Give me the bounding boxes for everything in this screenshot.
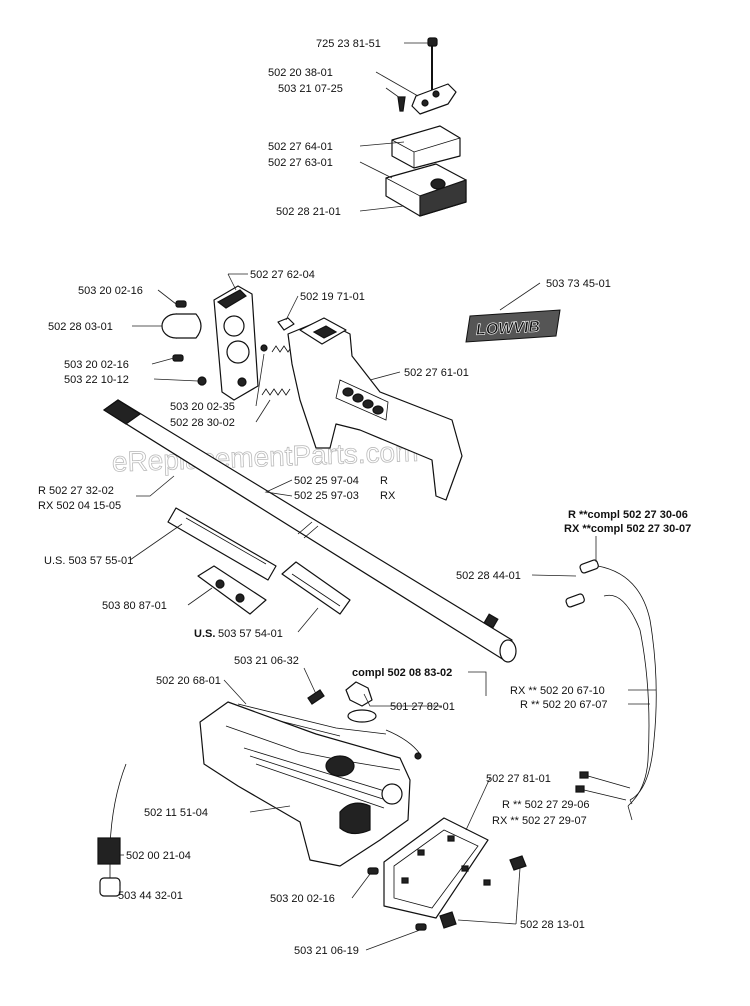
screw-icon bbox=[427, 37, 438, 47]
connector-icon bbox=[579, 559, 599, 574]
connector-icon bbox=[565, 593, 585, 608]
label-502-25-97-04: 502 25 97-04 bbox=[294, 475, 359, 487]
spring-icon bbox=[261, 388, 291, 396]
decal-us-503-57-55-01 bbox=[167, 507, 277, 581]
label-503-20-02-35: 503 20 02-35 bbox=[170, 401, 235, 413]
square-nut-icon bbox=[277, 317, 295, 331]
label-compl-r: R **compl 502 27 30-06 bbox=[568, 509, 688, 521]
nut-icon bbox=[197, 376, 207, 386]
fuel-pickup-assembly bbox=[97, 763, 127, 897]
label-503-20-02-16-c: 503 20 02-16 bbox=[270, 893, 335, 905]
leader-lines bbox=[119, 42, 656, 951]
label-725-23-81-51: 725 23 81-51 bbox=[316, 38, 381, 50]
label-503-21-06-32: 503 21 06-32 bbox=[234, 655, 299, 667]
label-502-28-03-01: 502 28 03-01 bbox=[48, 321, 113, 333]
screw-icon bbox=[172, 354, 184, 362]
label-502-28-44-01: 502 28 44-01 bbox=[456, 570, 521, 582]
label-us-prefix: U.S. bbox=[194, 628, 215, 640]
label-503-44-32-01: 503 44 32-01 bbox=[118, 890, 183, 902]
label-502-11-51-04: 502 11 51-04 bbox=[144, 807, 208, 819]
lowvib-logo-text: LOWVIB bbox=[476, 319, 541, 339]
cap-seal-part bbox=[347, 709, 377, 723]
label-502-19-71-01: 502 19 71-01 bbox=[300, 291, 365, 303]
label-502-28-13-01: 502 28 13-01 bbox=[520, 919, 585, 931]
label-shaft-r: R 502 27 32-02 bbox=[38, 485, 114, 497]
label-503-22-10-12: 503 22 10-12 bbox=[64, 374, 129, 386]
label-suffix-rx: RX bbox=[380, 490, 396, 502]
part-labels: 725 23 81-51 502 20 38-01 503 21 07-25 5… bbox=[38, 38, 691, 957]
cable-wire bbox=[603, 594, 650, 807]
screw-icon bbox=[307, 689, 325, 705]
switch-part bbox=[509, 855, 527, 871]
cable-kit bbox=[565, 559, 657, 807]
decals bbox=[167, 507, 351, 615]
drive-shaft-assembly bbox=[102, 399, 517, 663]
label-suffix-r: R bbox=[380, 475, 388, 487]
lowvib-decal: LOWVIB bbox=[465, 309, 561, 343]
screw-icon bbox=[367, 867, 379, 875]
screw-icon bbox=[175, 300, 187, 308]
side-cover-part bbox=[383, 817, 489, 919]
label-503-80-87-01: 503 80 87-01 bbox=[102, 600, 167, 612]
label-shaft-rx: RX 502 04 15-05 bbox=[38, 500, 121, 512]
label-503-21-07-25: 503 21 07-25 bbox=[278, 83, 343, 95]
clamp-block-part bbox=[391, 125, 461, 169]
label-compl-rx: RX **compl 502 27 30-07 bbox=[564, 523, 691, 535]
label-us-503-57-55-01: U.S. 503 57 55-01 bbox=[44, 555, 133, 567]
handle-bracket-assembly bbox=[161, 285, 463, 501]
switch-part bbox=[439, 911, 457, 929]
label-502-27-63-01: 502 27 63-01 bbox=[268, 157, 333, 169]
cable-wire bbox=[597, 565, 657, 801]
engine-housing-part bbox=[199, 701, 411, 867]
lowvib-logo-bg bbox=[465, 309, 561, 343]
label-503-20-02-16-a: 503 20 02-16 bbox=[78, 285, 143, 297]
throttle-wire-part bbox=[237, 703, 387, 735]
label-503-21-06-19: 503 21 06-19 bbox=[294, 945, 359, 957]
label-502-27-62-04: 502 27 62-04 bbox=[250, 269, 315, 281]
screw-icon bbox=[415, 923, 427, 931]
label-501-27-82-01: 501 27 82-01 bbox=[390, 701, 455, 713]
label-502-20-38-01: 502 20 38-01 bbox=[268, 67, 333, 79]
label-502-27-61-01: 502 27 61-01 bbox=[404, 367, 469, 379]
spring-icon bbox=[271, 345, 293, 353]
label-502-27-64-01: 502 27 64-01 bbox=[268, 141, 333, 153]
fuel-cap-part bbox=[345, 681, 373, 707]
label-rx-502-27-29-07: RX ** 502 27 29-07 bbox=[492, 815, 587, 827]
fuel-hose-part bbox=[109, 763, 127, 847]
engine-cover-assembly bbox=[199, 681, 422, 867]
label-rx-502-20-67-10: RX ** 502 20 67-10 bbox=[510, 685, 605, 697]
fuel-filter-part bbox=[97, 837, 121, 865]
label-502-00-21-04: 502 00 21-04 bbox=[126, 850, 191, 862]
label-r-502-27-29-06: R ** 502 27 29-06 bbox=[502, 799, 589, 811]
small-screw-icon bbox=[397, 96, 406, 112]
label-502-25-97-03: 502 25 97-03 bbox=[294, 490, 359, 502]
label-502-28-30-02: 502 28 30-02 bbox=[170, 417, 235, 429]
shaft-end-fitting bbox=[483, 613, 499, 629]
clamp-top-part bbox=[411, 83, 457, 115]
label-503-20-02-16-b: 503 20 02-16 bbox=[64, 359, 129, 371]
label-502-28-21-01: 502 28 21-01 bbox=[276, 206, 341, 218]
label-502-20-68-01: 502 20 68-01 bbox=[156, 675, 221, 687]
label-compl-502-08-83-02: compl 502 08 83-02 bbox=[352, 667, 452, 679]
label-r-502-20-67-07: R ** 502 20 67-07 bbox=[520, 699, 607, 711]
label-502-27-81-01: 502 27 81-01 bbox=[486, 773, 551, 785]
label-503-57-54-01: 503 57 54-01 bbox=[218, 628, 283, 640]
label-503-73-45-01: 503 73 45-01 bbox=[546, 278, 611, 290]
grommet-part bbox=[99, 877, 121, 897]
decal-503-80-87-01 bbox=[197, 565, 267, 615]
handle-clamp-assembly bbox=[385, 37, 467, 217]
side-cover-assembly bbox=[367, 817, 527, 931]
